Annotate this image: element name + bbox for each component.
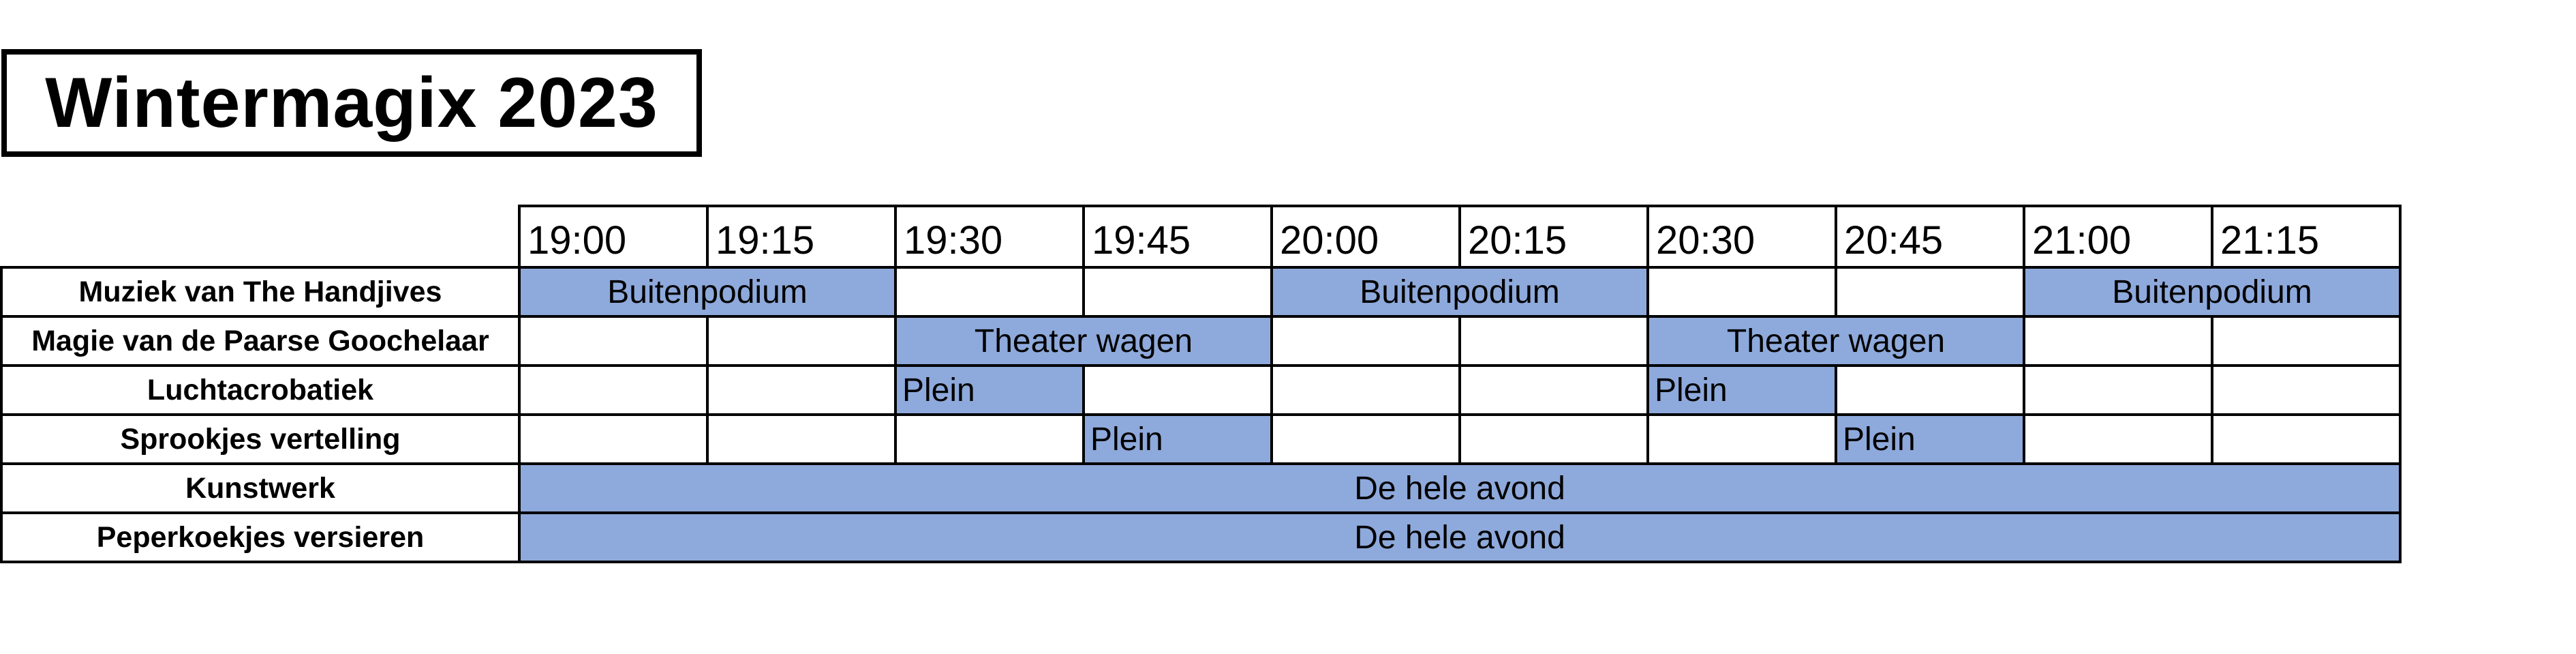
empty-slot	[894, 413, 1085, 465]
empty-slot	[1646, 413, 1837, 465]
schedule-slot: Plein	[1082, 413, 1273, 465]
schedule-row: Luchtacrobatiek Plein Plein	[0, 364, 2402, 416]
time-header: 19:15	[706, 205, 897, 269]
empty-slot	[518, 315, 709, 367]
empty-slot	[2023, 315, 2213, 367]
empty-slot	[1458, 364, 1649, 416]
empty-slot	[1646, 266, 1837, 318]
schedule-slot: Plein	[1835, 413, 2025, 465]
schedule-slot: Buitenpodium	[2023, 266, 2402, 318]
schedule-slot: Theater wagen	[894, 315, 1273, 367]
empty-slot	[706, 413, 897, 465]
schedule-slot: Buitenpodium	[1270, 266, 1649, 318]
schedule-slot: De hele avond	[518, 462, 2402, 514]
empty-slot	[1835, 364, 2025, 416]
empty-slot	[706, 315, 897, 367]
empty-slot	[518, 364, 709, 416]
schedule-slot: Plein	[894, 364, 1085, 416]
empty-slot	[518, 413, 709, 465]
time-header: 20:15	[1458, 205, 1649, 269]
empty-slot	[1270, 413, 1461, 465]
schedule-slot: Plein	[1646, 364, 1837, 416]
activity-name: Luchtacrobatiek	[0, 364, 521, 416]
header-corner	[1, 206, 521, 269]
empty-slot	[1835, 266, 2025, 318]
schedule-slot: De hele avond	[518, 511, 2402, 563]
empty-slot	[1270, 364, 1461, 416]
empty-slot	[1458, 315, 1649, 367]
time-header: 19:00	[518, 205, 709, 269]
empty-slot	[1458, 413, 1649, 465]
activity-name: Sprookjes vertelling	[0, 413, 521, 465]
empty-slot	[1082, 364, 1273, 416]
empty-slot	[2211, 364, 2402, 416]
time-header: 20:30	[1646, 205, 1837, 269]
empty-slot	[1270, 315, 1461, 367]
empty-slot	[2211, 315, 2402, 367]
empty-slot	[894, 266, 1085, 318]
time-header: 20:45	[1835, 205, 2025, 269]
time-header: 21:15	[2211, 205, 2402, 269]
empty-slot	[2211, 413, 2402, 465]
time-header: 19:30	[894, 205, 1085, 269]
empty-slot	[1082, 266, 1273, 318]
time-header: 21:00	[2023, 205, 2213, 269]
page-title: Wintermagix 2023	[1, 49, 702, 157]
activity-name: Peperkoekjes versieren	[0, 511, 521, 563]
schedule-slot: Buitenpodium	[518, 266, 897, 318]
activity-name: Kunstwerk	[0, 462, 521, 514]
time-header: 20:00	[1270, 205, 1461, 269]
activity-name: Muziek van The Handjives	[0, 266, 521, 318]
empty-slot	[2023, 364, 2213, 416]
empty-slot	[2023, 413, 2213, 465]
schedule-row: Sprookjes vertelling Plein Plein	[0, 413, 2402, 465]
schedule-slot: Theater wagen	[1646, 315, 2025, 367]
empty-slot	[706, 364, 897, 416]
activity-name: Magie van de Paarse Goochelaar	[0, 315, 521, 367]
time-header: 19:45	[1082, 205, 1273, 269]
schedule-row: Magie van de Paarse Goochelaar Theater wa…	[0, 315, 2402, 367]
